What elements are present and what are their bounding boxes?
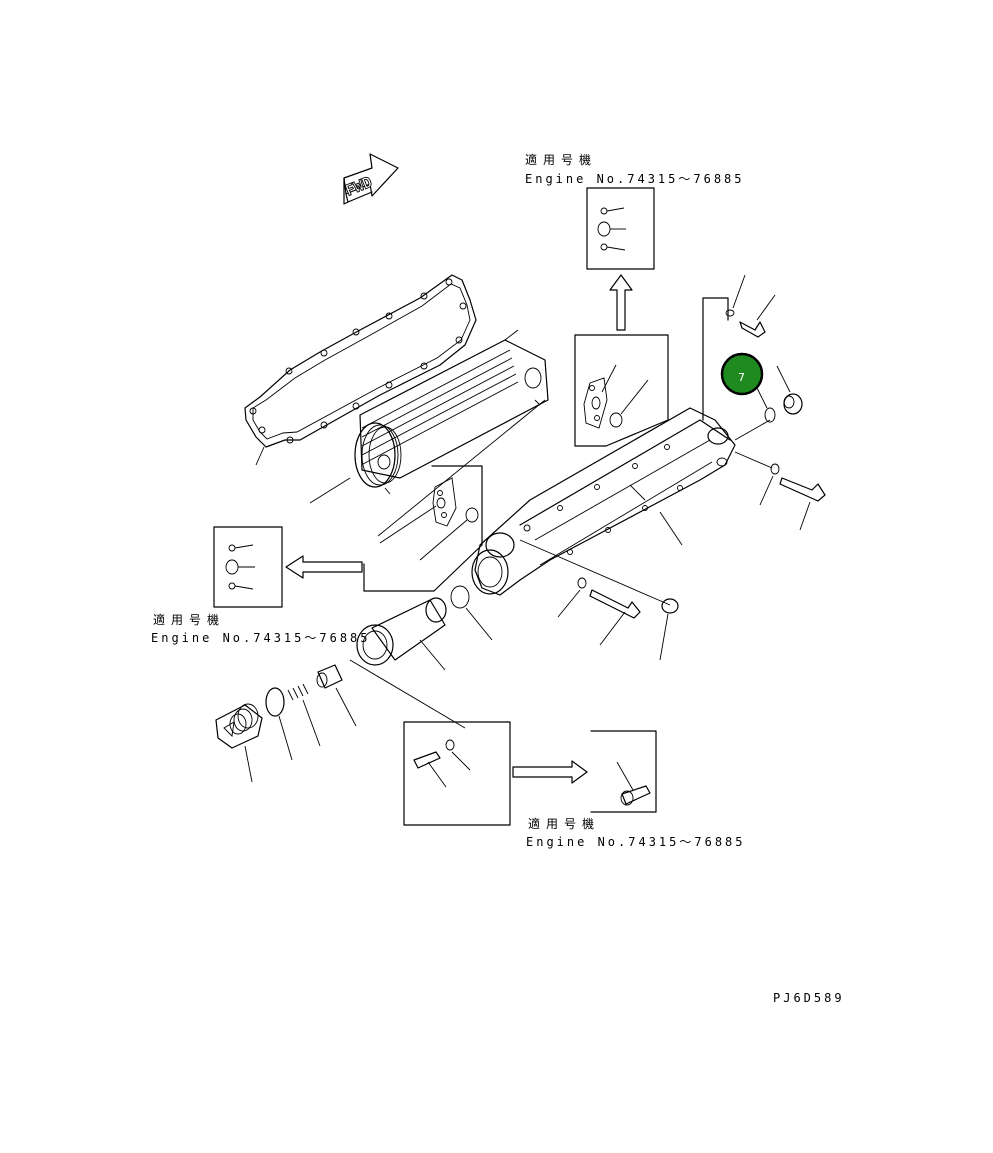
up-arrow: [609, 274, 633, 331]
inset-box-top: [586, 187, 655, 270]
right-arrow: [512, 760, 588, 784]
engine-range-top: Engine No.74315～76885: [525, 172, 745, 186]
inset-box-gasket: [574, 334, 669, 447]
leader-bracket: [702, 297, 729, 421]
inset-box-small-gasket: [363, 465, 483, 592]
left-arrow: [285, 555, 363, 579]
applicability-label-left: 適用号機: [153, 612, 225, 627]
fwd-arrow: FWD: [342, 153, 399, 205]
applicability-label-bottom: 適用号機: [528, 816, 600, 831]
bolt-top-right: [725, 274, 776, 338]
engine-range-bottom: Engine No.74315～76885: [526, 835, 746, 849]
relief-valve-assembly: [215, 664, 357, 783]
drawing-code: PJ6D589: [773, 991, 845, 1005]
connector-pipe: [349, 585, 493, 729]
inset-box-bottom-right: [590, 730, 657, 813]
inset-box-left: [213, 526, 283, 608]
applicability-label-top: 適用号機: [525, 152, 597, 167]
bolt-right: [759, 463, 826, 531]
oil-cooler-housing: [471, 407, 773, 606]
engine-range-left: Engine No.74315～76885: [151, 631, 371, 645]
inset-box-bolt: [403, 721, 511, 826]
callout-badge[interactable]: 7: [720, 352, 764, 396]
cover-gasket: [244, 274, 477, 466]
callout-number: 7: [738, 371, 745, 384]
oil-cooler-element: [309, 329, 549, 537]
plug-right: [756, 365, 803, 423]
bolt-bottom-center: [557, 577, 679, 661]
